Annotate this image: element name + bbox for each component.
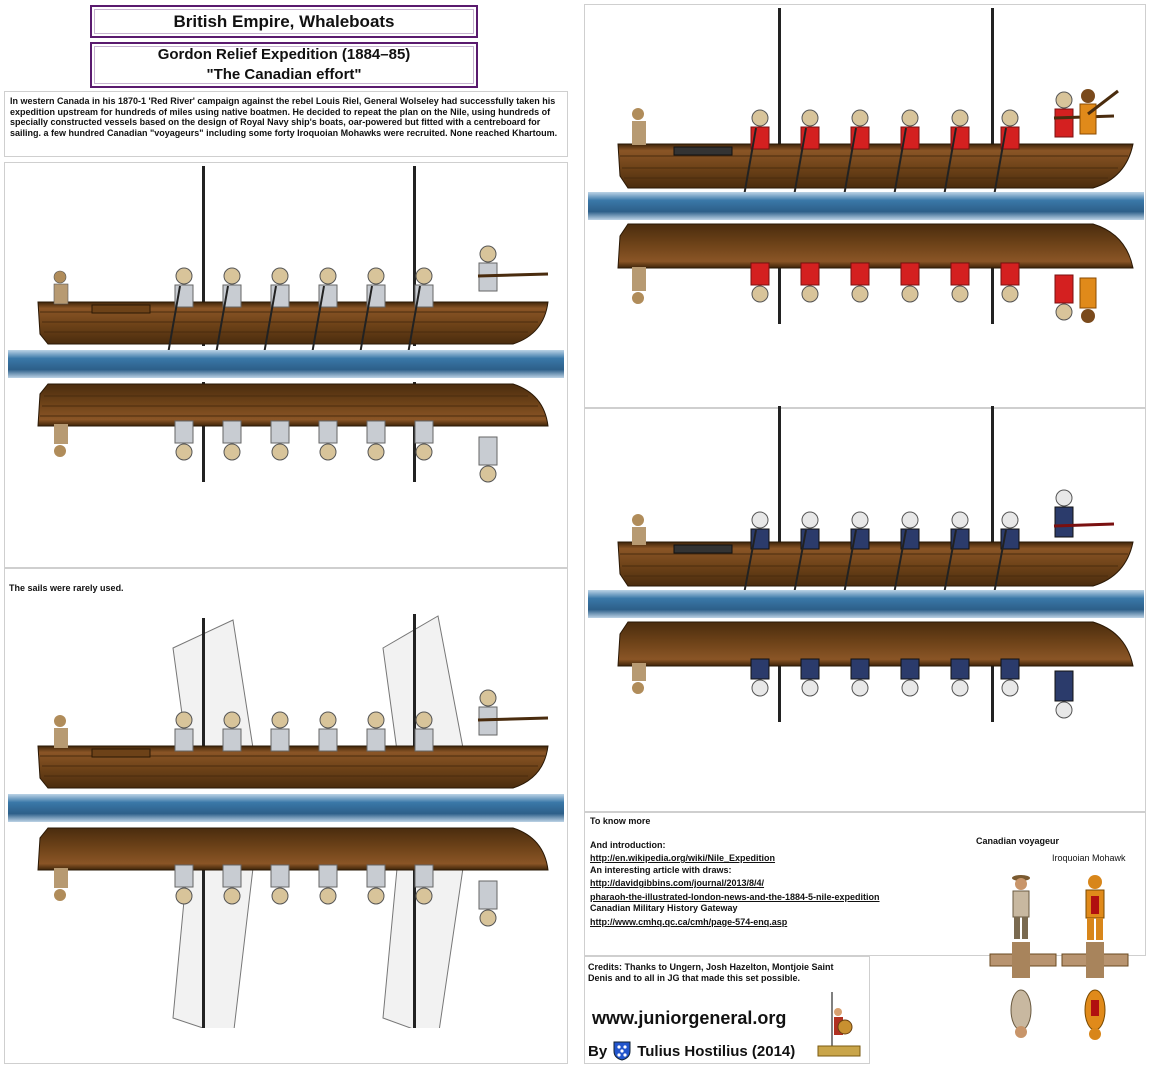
article-link-part2[interactable]: pharaoh-the-illustrated-london-news-and-… [590,891,880,902]
author-line: By Tulius Hostilius (2014) [588,1041,795,1061]
grey-boat-reflection [37,382,549,483]
title-box: British Empire, Whaleboats [90,5,478,38]
voyageur-label: Canadian voyageur [976,836,1060,846]
mohawk-figure [1061,875,1129,1040]
article-link-part1[interactable]: http://davidgibbins.com/journal/2013/8/4… [590,878,765,888]
blue-cross-shield-icon [613,1041,631,1061]
site-name: www.juniorgeneral.org [592,1008,787,1028]
voyageur-figure [989,875,1057,1038]
credits-text: Credits: Thanks to Ungern, Josh Hazelton… [588,962,834,983]
panel-grey-boat [4,162,568,568]
subtitle-box: Gordon Relief Expedition (1884–85) "The … [90,42,478,88]
wikipedia-link[interactable]: http://en.wikipedia.org/wiki/Nile_Expedi… [590,853,776,863]
sails-note: The sails were rarely used. [9,583,124,593]
panel-red-boat [584,4,1146,408]
author-name: Tulius Hostilius (2014) [637,1042,796,1060]
page-title: British Empire, Whaleboats [173,11,395,31]
gateway-label: Canadian Military History Gateway [590,903,738,913]
by-label: By [588,1042,608,1060]
intro-link-label: And introduction: [590,839,666,850]
intro-text-box: In western Canada in his 1870-1 'Red Riv… [4,91,568,157]
panel-info [584,812,1146,956]
gateway-link[interactable]: http://www.cmhq.qc.ca/cmh/page-574-enq.a… [590,916,788,927]
links-heading: To know more [590,816,651,826]
intro-text: In western Canada in his 1870-1 'Red Riv… [10,96,558,138]
mohawk-label: Iroquoian Mohawk [1052,853,1126,863]
grey-boat-upper [37,166,549,355]
credits-panel [584,956,870,1064]
subtitle-line-1: Gordon Relief Expedition (1884–85) [157,46,411,63]
panel-blue-boat [584,408,1146,812]
boat-grey-drawing [8,166,564,483]
grey-rowers [167,245,549,355]
boat-blue-drawing [588,406,1144,722]
panel-sail-boat [4,568,568,1064]
links-section: To know more And introduction: http://en… [590,816,950,928]
article-link-label: An interesting article with draws: [590,864,732,875]
soldier-with-shield-icon [817,992,861,1057]
subtitle-line-2: "The Canadian effort" [206,66,362,83]
boat-red-drawing [588,8,1144,324]
boat-sail-drawing [8,614,564,1028]
